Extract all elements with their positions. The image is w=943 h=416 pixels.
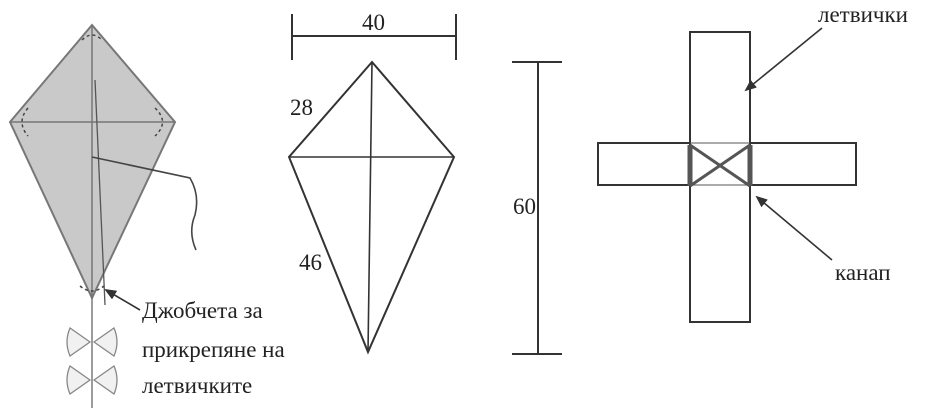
slat-joint: летвички канап <box>597 2 908 323</box>
string-cross-b <box>689 143 751 188</box>
lower-side-value: 46 <box>299 250 322 275</box>
pocket-top <box>81 34 103 41</box>
pocket-label-line1: Джобчета за <box>142 298 263 323</box>
pocket-pointer-arrow <box>104 288 141 311</box>
pocket-right <box>154 107 164 137</box>
vertical-slat <box>689 31 751 323</box>
bridle-line <box>94 79 106 306</box>
outline-spine <box>367 61 373 353</box>
slats-label: летвички <box>818 2 908 27</box>
bridle-string <box>91 156 198 251</box>
string-label: канап <box>835 260 891 285</box>
slats-pointer-arrow <box>744 27 823 92</box>
kite-picture: Джобчета за прикрепяне на летвичките <box>8 23 285 408</box>
height-dimension-value: 60 <box>513 194 536 219</box>
pocket-bottom <box>79 285 105 292</box>
width-dimension-value: 40 <box>362 10 385 35</box>
pocket-left <box>21 107 29 137</box>
upper-side-value: 28 <box>290 95 313 120</box>
kite-dimensions: 40 28 46 60 <box>287 10 562 355</box>
pocket-label-line3: летвичките <box>142 373 252 398</box>
tail-bow-upper <box>66 327 118 357</box>
pocket-label-line2: прикрепяне на <box>142 337 285 362</box>
string-pointer-arrow <box>755 195 833 261</box>
tail-bow-lower <box>66 365 118 395</box>
